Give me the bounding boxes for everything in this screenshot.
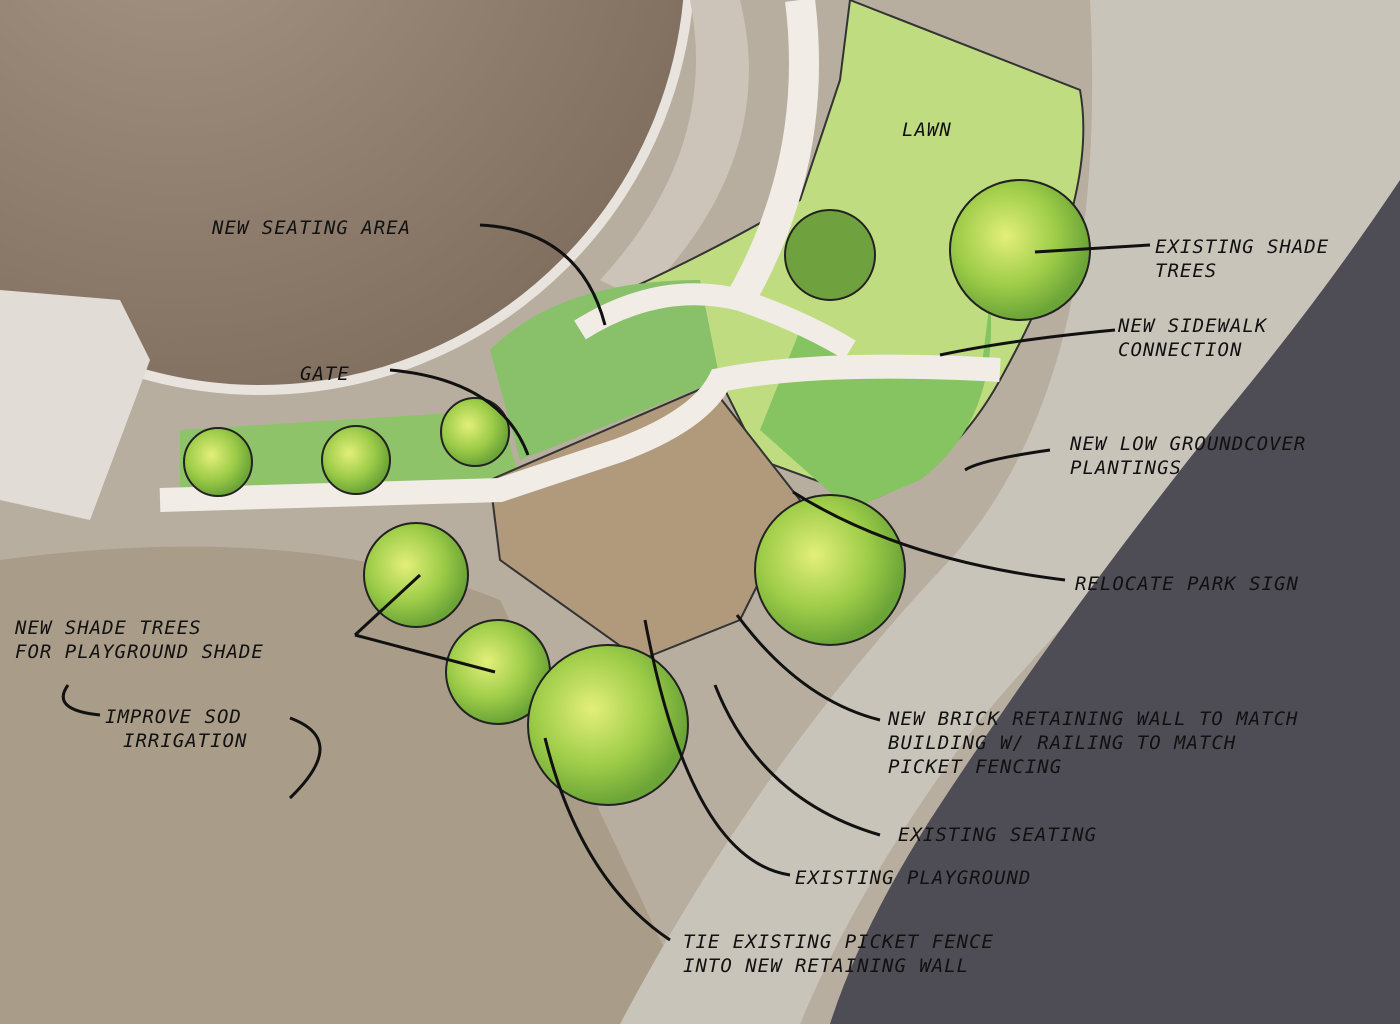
trees — [183, 179, 1091, 806]
label-line: New Brick Retaining wall To Match — [888, 708, 1299, 730]
label-line: Irrigation — [123, 730, 248, 752]
label-new-seating-area: New seating area — [212, 217, 412, 239]
sidewalk-branch — [574, 283, 856, 360]
building-roof — [0, 0, 694, 395]
sidewalk-north — [726, 0, 819, 308]
label-line: into New retaining wall — [683, 955, 970, 977]
building-terrace — [600, 0, 749, 300]
label-line: Improve Sod — [105, 706, 242, 728]
label-new-shade-trees: New Shade treesfor Playground Shade — [15, 616, 264, 664]
sidewalk-loop — [159, 354, 1001, 512]
shoreline-rocks — [620, 0, 1400, 1024]
label-existing-shade-trees: Existing ShadeTrees — [1155, 235, 1329, 283]
building-left — [0, 290, 150, 520]
label-improve-sod: Improve SodIrrigation — [105, 705, 247, 753]
label-line: for Playground Shade — [15, 641, 264, 663]
label-line: picket fencing — [888, 756, 1063, 778]
label-line: Trees — [1155, 260, 1218, 282]
seating-bed — [490, 280, 720, 460]
existing-tree-4 — [440, 397, 510, 467]
label-lawn: Lawn — [902, 119, 952, 141]
label-line: plantings — [1070, 457, 1182, 479]
leader-lines — [61, 223, 1151, 942]
label-line: New Sidewalk — [1118, 315, 1268, 337]
label-retaining-wall: New Brick Retaining wall To MatchBuildin… — [888, 707, 1299, 779]
label-new-sidewalk: New SidewalkConnection — [1118, 314, 1267, 362]
groundcover-area — [760, 300, 992, 510]
label-line: New Shade trees — [15, 617, 202, 639]
label-line: Existing Shade — [1155, 236, 1330, 258]
new-tree-4 — [754, 494, 906, 646]
label-groundcover: New low groundcoverplantings — [1070, 432, 1306, 480]
label-tie-fence: Tie Existing Picket Fenceinto New retain… — [683, 930, 994, 978]
label-line: New low groundcover — [1070, 433, 1307, 455]
label-existing-playground: Existing Playground — [795, 867, 1032, 889]
palm-tree — [784, 209, 876, 301]
label-relocate-sign: Relocate Park Sign — [1075, 573, 1299, 595]
new-tree-3 — [527, 644, 689, 806]
label-line: Connection — [1118, 339, 1243, 361]
existing-tree-2 — [183, 427, 253, 497]
water — [830, 180, 1400, 1024]
label-line: Building w/ railing to match — [888, 732, 1237, 754]
label-line: Tie Existing Picket Fence — [683, 931, 994, 953]
existing-tree-3 — [321, 425, 391, 495]
label-gate: Gate — [300, 363, 350, 385]
label-existing-seating: Existing seating — [898, 824, 1098, 846]
